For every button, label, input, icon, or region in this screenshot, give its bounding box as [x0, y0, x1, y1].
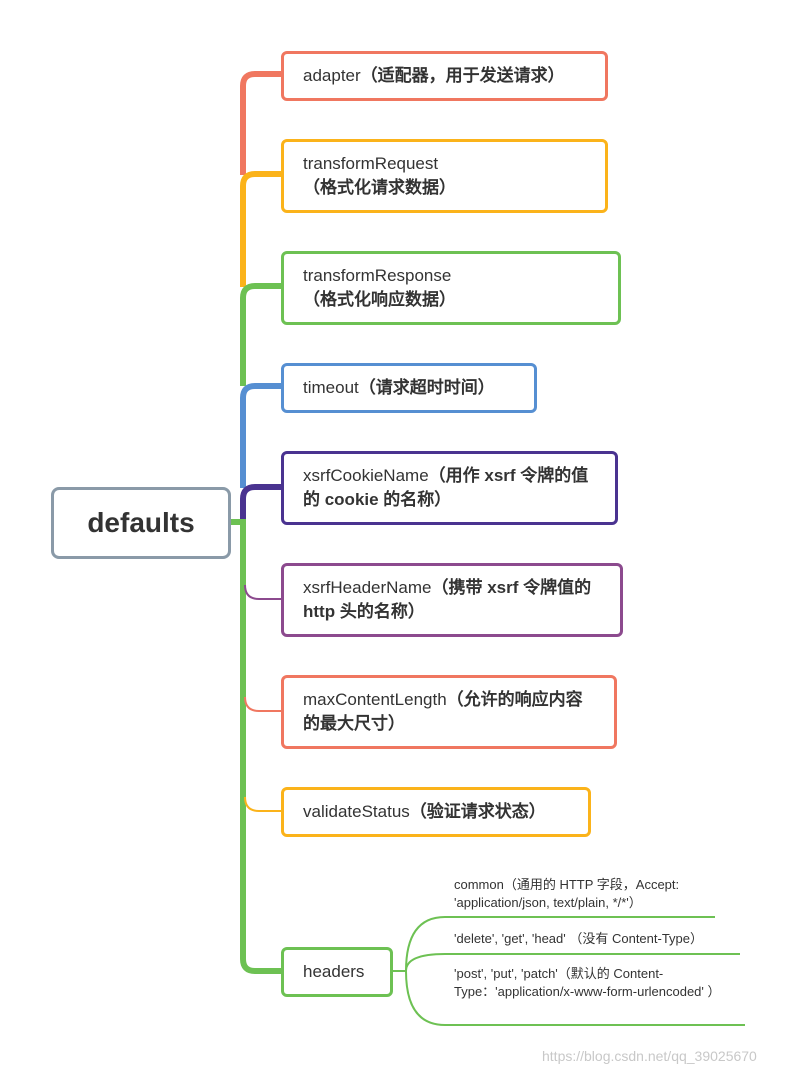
node-transformRequest-label: transformRequest — [303, 154, 439, 173]
trunk-segment-transformResponse — [240, 283, 282, 386]
node-timeout-label: timeout — [303, 378, 359, 397]
trunk-segment-timeout — [240, 383, 282, 488]
root-node-defaults[interactable]: defaults — [51, 487, 231, 559]
branch-post-put-patch — [405, 970, 745, 1026]
branch-xsrfHeaderName — [244, 584, 282, 600]
node-headers-label: headers — [303, 962, 365, 981]
branch-common — [405, 916, 715, 972]
headers-child-common[interactable]: common（通用的 HTTP 字段，Accept: 'application/… — [454, 877, 680, 910]
node-xsrfCookieName[interactable]: xsrfCookieName（用作 xsrf 令牌的值的 cookie 的名称） — [281, 451, 618, 525]
node-validateStatus[interactable]: validateStatus（验证请求状态） — [281, 787, 591, 837]
node-adapter-label: adapter — [303, 66, 361, 85]
node-maxContentLength[interactable]: maxContentLength（允许的响应内容的最大尺寸） — [281, 675, 617, 749]
trunk-segment-adapter — [240, 71, 282, 175]
node-maxContentLength-label: maxContentLength — [303, 690, 447, 709]
node-xsrfCookieName-note: （用作 xsrf 令牌的值的 cookie 的名称） — [303, 466, 589, 509]
node-transformResponse-label: transformResponse — [303, 266, 452, 285]
headers-child-delete-get-head[interactable]: 'delete', 'get', 'head' （没有 Content-Type… — [454, 931, 704, 946]
node-xsrfCookieName-label: xsrfCookieName — [303, 466, 429, 485]
node-transformResponse[interactable]: transformResponse （格式化响应数据） — [281, 251, 621, 325]
watermark: https://blog.csdn.net/qq_39025670 — [542, 1048, 757, 1064]
node-transformRequest[interactable]: transformRequest （格式化请求数据） — [281, 139, 608, 213]
headers-child-post-put-patch[interactable]: 'post', 'put', 'patch'（默认的 Content-Type：… — [454, 966, 721, 999]
node-xsrfHeaderName-label: xsrfHeaderName — [303, 578, 432, 597]
trunk-segment-transformRequest — [240, 171, 282, 287]
node-adapter[interactable]: adapter（适配器，用于发送请求） — [281, 51, 608, 101]
trunk-segment-lower — [240, 520, 282, 974]
node-xsrfHeaderName-note: （携带 xsrf 令牌值的 http 头的名称） — [303, 578, 592, 621]
node-transformRequest-note: （格式化请求数据） — [303, 178, 456, 197]
branch-maxContentLength — [244, 696, 282, 712]
node-timeout-note: （请求超时时间） — [358, 378, 495, 397]
trunk-segment-xsrfCookieName — [240, 484, 282, 520]
node-validateStatus-note: （验证请求状态） — [409, 802, 546, 821]
branch-validateStatus — [244, 796, 282, 812]
branch-delete-get-head — [405, 953, 740, 972]
node-xsrfHeaderName[interactable]: xsrfHeaderName（携带 xsrf 令牌值的 http 头的名称） — [281, 563, 623, 637]
node-transformResponse-note: （格式化响应数据） — [303, 290, 456, 309]
node-validateStatus-label: validateStatus — [303, 802, 410, 821]
node-headers[interactable]: headers — [281, 947, 393, 997]
node-maxContentLength-note: （允许的响应内容的最大尺寸） — [303, 690, 583, 733]
node-adapter-note: （适配器，用于发送请求） — [360, 66, 565, 85]
node-timeout[interactable]: timeout（请求超时时间） — [281, 363, 537, 413]
